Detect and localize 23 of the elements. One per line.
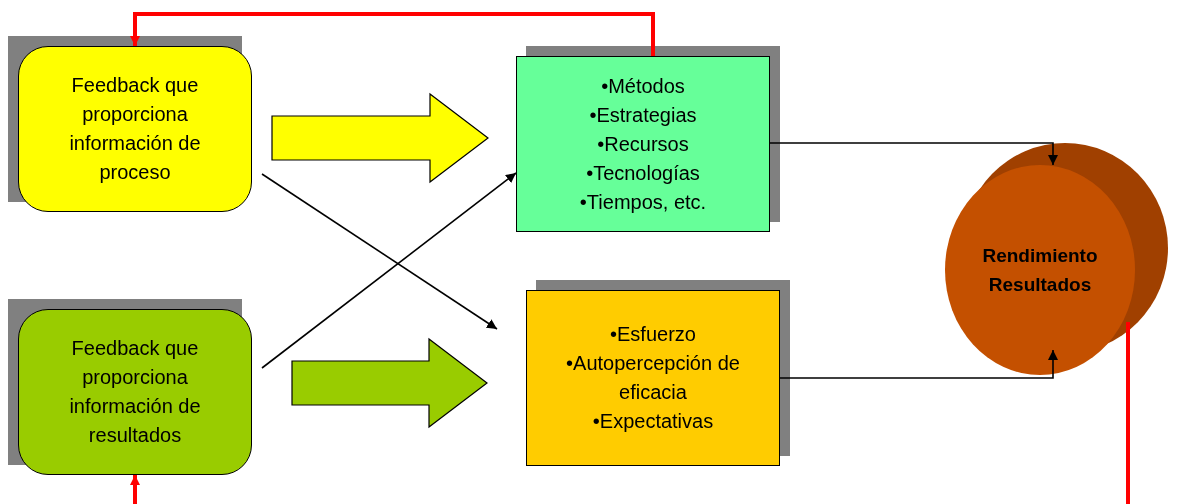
feedback-box	[18, 46, 252, 212]
result-label: Rendimiento Resultados	[981, 244, 1099, 297]
bullet-item: •Esfuerzo	[610, 322, 696, 347]
bullet-item: •Expectativas	[592, 409, 714, 434]
arrow	[769, 142, 1058, 166]
arrow	[261, 172, 517, 369]
factor-box	[526, 290, 780, 466]
bullet-item: •Autopercepción de eficacia	[565, 351, 741, 405]
bullet-item: •Tecnologías	[586, 160, 700, 186]
factor-box	[516, 56, 770, 232]
arrow	[261, 173, 498, 330]
bullet-item: •Métodos	[601, 73, 685, 99]
arrow	[130, 12, 655, 56]
bullet-item: •Estrategias	[589, 102, 697, 128]
block-arrow	[291, 337, 488, 429]
bullet-item: •Tiempos, etc.	[579, 189, 707, 215]
node-label: Feedback que proporciona información de resultados	[68, 336, 202, 448]
feedback-box	[18, 309, 252, 475]
arrow	[130, 322, 1130, 504]
node-label: Feedback que proporciona información de proceso	[68, 73, 202, 185]
arrow	[779, 349, 1058, 379]
bullet-item: •Recursos	[597, 131, 689, 157]
block-arrow	[271, 92, 489, 184]
